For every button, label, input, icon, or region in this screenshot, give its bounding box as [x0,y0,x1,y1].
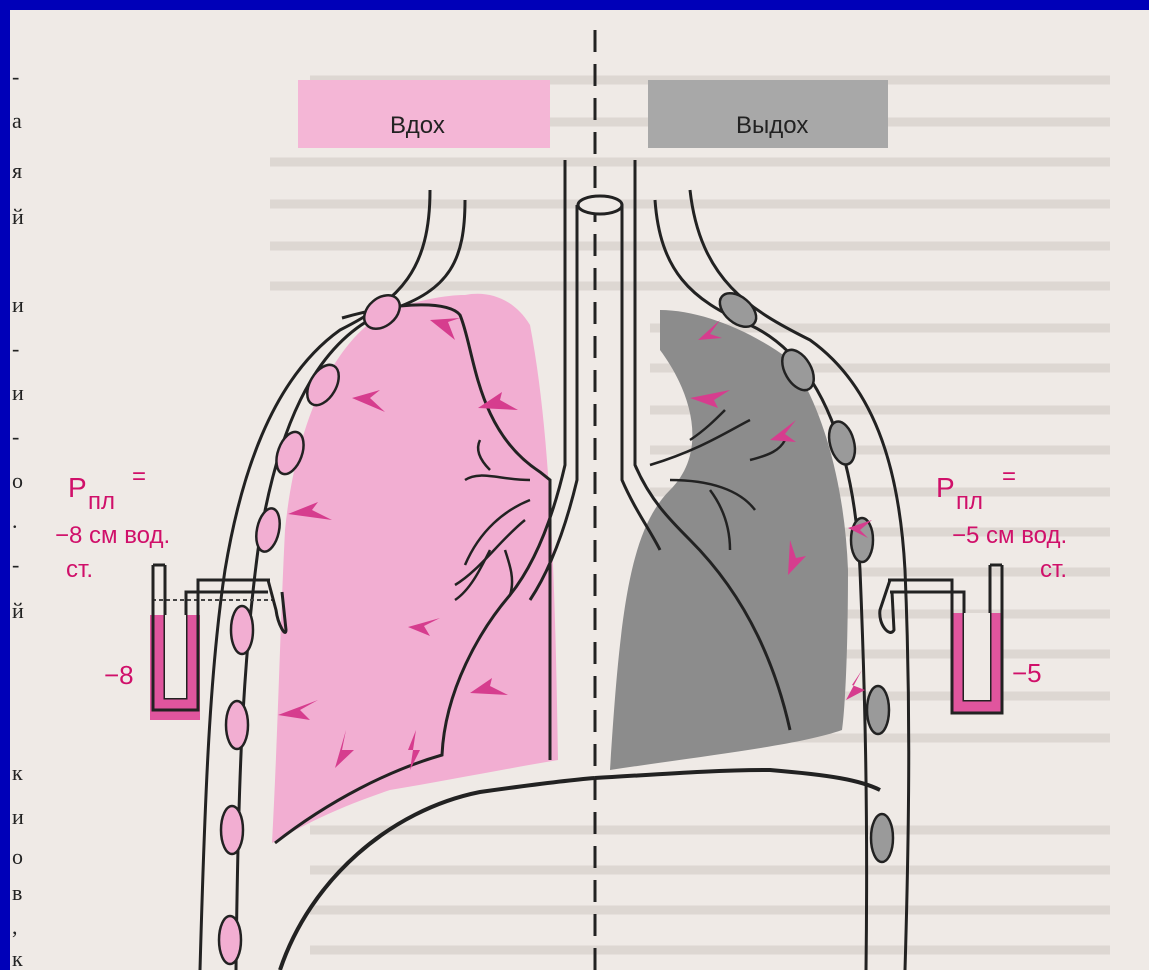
left-pressure-line2: ст. [66,558,93,582]
trachea-top [578,196,622,214]
edge-char: и [12,294,24,316]
edge-char: а [12,110,22,132]
left-p-equals: = [132,465,146,489]
left-gauge-value: −8 [104,662,134,688]
edge-char: и [12,806,24,828]
edge-char: й [12,206,24,228]
edge-char: о [12,846,23,868]
figure-frame: Вдох Выдох P пл = −8 см вод. ст. −8 P пл… [10,10,1149,970]
edge-char: я [12,160,22,182]
edge-char: в [12,882,22,904]
right-manometer [880,565,1002,713]
exhale-label: Выдох [736,114,808,138]
edge-char: , [12,916,18,938]
left-p-symbol: P [68,474,87,502]
right-pressure-line2: ст. [1040,558,1067,582]
left-pressure-line1: −8 см вод. [55,524,170,548]
edge-char: и [12,382,24,404]
right-pressure-line1: −5 см вод. [952,524,1067,548]
left-manometer [150,565,286,720]
edge-char: о [12,470,23,492]
edge-char: - [12,554,19,576]
edge-char: й [12,600,24,622]
right-gauge-value: −5 [1012,660,1042,686]
left-p-subscript: пл [88,490,115,514]
edge-char: к [12,762,23,784]
edge-char: - [12,426,19,448]
edge-char: к [12,948,23,970]
edge-char: - [12,338,19,360]
edge-char: . [12,510,18,532]
inhale-label: Вдох [390,114,445,138]
edge-char: - [12,66,19,88]
right-p-equals: = [1002,465,1016,489]
right-diaphragm [595,770,880,790]
right-p-subscript: пл [956,490,983,514]
right-p-symbol: P [936,474,955,502]
